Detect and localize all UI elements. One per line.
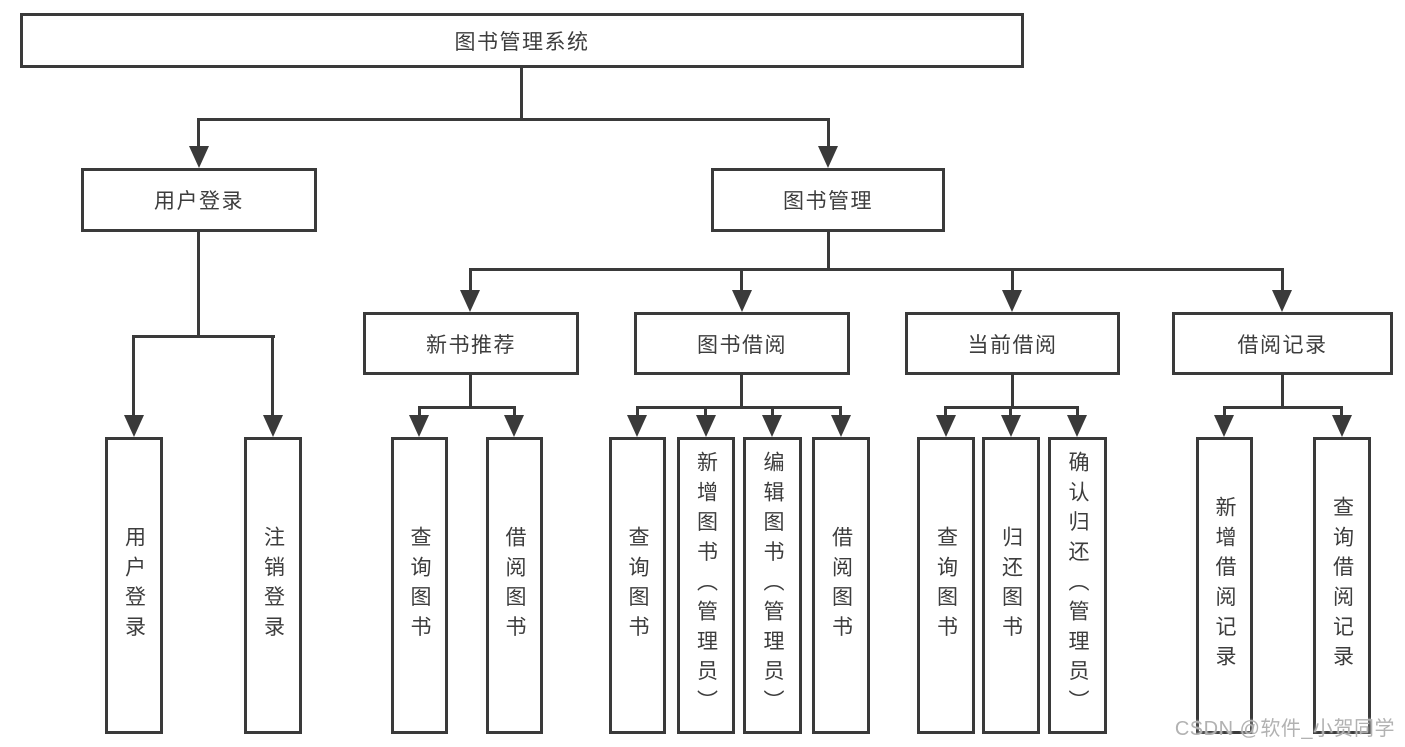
connector-current-borrowing-stem [1011, 375, 1014, 406]
connector-user-login-stem [197, 232, 200, 335]
connector-branch-cb-query [944, 406, 947, 419]
arrowhead-to-book-management [818, 146, 838, 168]
arrowhead-to-bb-borrow [831, 415, 851, 437]
node-bb-edit-books-admin: 编辑图书（管理员） [743, 437, 802, 734]
node-nb-query-books-label: 查询图书 [408, 525, 431, 646]
node-user-login-label: 用户登录 [154, 190, 244, 213]
arrowhead-to-br-query [1332, 415, 1352, 437]
node-br-add-record-label: 新增借阅记录 [1213, 496, 1236, 675]
node-user-login: 用户登录 [81, 168, 317, 232]
connector-root-stem [520, 68, 523, 118]
node-cb-return-books-label: 归还图书 [999, 525, 1023, 646]
arrowhead-to-user-login [189, 146, 209, 168]
node-bb-borrow-books-label: 借阅图书 [829, 525, 853, 646]
node-borrow-records-label: 借阅记录 [1237, 333, 1328, 357]
arrowhead-to-login-leaf [124, 415, 144, 437]
node-bb-query-books: 查询图书 [609, 437, 666, 734]
arrowhead-to-cb-confirm [1067, 415, 1087, 437]
connector-branch-nb-query [418, 406, 421, 419]
node-bb-edit-books-admin-label: 编辑图书（管理员） [761, 451, 784, 720]
node-nb-borrow-books-label: 借阅图书 [503, 525, 526, 646]
node-bb-add-books-admin-label: 新增图书（管理员） [694, 451, 718, 720]
node-user-login-leaf-label: 用户登录 [122, 525, 146, 646]
node-cb-query-books: 查询图书 [917, 437, 975, 734]
connector-root-branch-book-management [827, 118, 830, 148]
connector-book-borrowing-bar [636, 406, 842, 409]
arrowhead-to-current-borrowing [1002, 290, 1022, 312]
connector-branch-logout-leaf [271, 335, 274, 417]
node-bb-add-books-admin: 新增图书（管理员） [677, 437, 735, 734]
node-book-borrowing: 图书借阅 [634, 312, 850, 375]
connector-borrow-records-stem [1281, 375, 1284, 406]
arrowhead-to-cb-query [936, 415, 956, 437]
node-br-query-record: 查询借阅记录 [1313, 437, 1371, 734]
node-cb-confirm-return-admin: 确认归还（管理员） [1048, 437, 1107, 734]
arrowhead-to-book-borrowing [732, 290, 752, 312]
arrowhead-to-logout-leaf [263, 415, 283, 437]
connector-branch-login-leaf [132, 335, 135, 417]
connector-branch-nb-borrow [513, 406, 516, 419]
arrowhead-to-br-add [1214, 415, 1234, 437]
connector-branch-bb-borrow [839, 406, 842, 419]
node-logout: 注销登录 [244, 437, 302, 734]
node-br-add-record: 新增借阅记录 [1196, 437, 1253, 734]
arrowhead-to-new-book [460, 290, 480, 312]
node-current-borrowing: 当前借阅 [905, 312, 1120, 375]
connector-branch-br-add [1223, 406, 1226, 419]
node-borrow-records: 借阅记录 [1172, 312, 1393, 375]
connector-branch-bb-edit [771, 406, 774, 419]
arrowhead-to-bb-edit [762, 415, 782, 437]
connector-book-management-stem [827, 232, 830, 268]
node-cb-return-books: 归还图书 [982, 437, 1040, 734]
arrowhead-to-nb-query [409, 415, 429, 437]
node-nb-query-books: 查询图书 [391, 437, 448, 734]
connector-book-borrowing-stem [740, 375, 743, 406]
connector-borrow-records-bar [1223, 406, 1343, 409]
arrowhead-to-borrow-records [1272, 290, 1292, 312]
node-current-borrowing-label: 当前借阅 [967, 333, 1058, 357]
connector-branch-bb-query [636, 406, 639, 419]
csdn-watermark: CSDN @软件_小贺同学 [1174, 718, 1395, 740]
connector-branch-borrow-records [1281, 268, 1284, 292]
connector-user-login-bar [133, 335, 275, 338]
node-cb-query-books-label: 查询图书 [934, 525, 958, 646]
node-book-borrowing-label: 图书借阅 [697, 333, 787, 357]
node-user-login-leaf: 用户登录 [105, 437, 163, 734]
node-library-system: 图书管理系统 [20, 13, 1024, 68]
node-bb-borrow-books: 借阅图书 [812, 437, 870, 734]
node-nb-borrow-books: 借阅图书 [486, 437, 543, 734]
node-new-book-recommend-label: 新书推荐 [426, 333, 516, 357]
connector-branch-cb-return [1009, 406, 1012, 419]
connector-root-bar [198, 118, 830, 121]
connector-branch-current-borrowing [1011, 268, 1014, 292]
connector-branch-book-borrowing [740, 268, 743, 292]
node-logout-label: 注销登录 [261, 525, 285, 646]
node-new-book-recommend: 新书推荐 [363, 312, 579, 375]
node-cb-confirm-return-admin-label: 确认归还（管理员） [1066, 451, 1089, 720]
connector-branch-new-book [469, 268, 472, 292]
arrowhead-to-bb-add [696, 415, 716, 437]
connector-branch-cb-confirm [1076, 406, 1079, 419]
node-book-management: 图书管理 [711, 168, 945, 232]
connector-root-branch-user-login [197, 118, 200, 148]
arrowhead-to-bb-query [627, 415, 647, 437]
node-book-management-label: 图书管理 [783, 190, 873, 213]
connector-branch-bb-add [704, 406, 707, 419]
node-br-query-record-label: 查询借阅记录 [1330, 496, 1354, 675]
arrowhead-to-nb-borrow [504, 415, 524, 437]
arrowhead-to-cb-return [1001, 415, 1021, 437]
connector-book-management-bar [469, 268, 1284, 271]
connector-branch-br-query [1340, 406, 1343, 419]
connector-new-book-bar [418, 406, 516, 409]
connector-new-book-stem [469, 375, 472, 406]
node-library-system-label: 图书管理系统 [454, 30, 590, 54]
node-bb-query-books-label: 查询图书 [626, 525, 649, 646]
